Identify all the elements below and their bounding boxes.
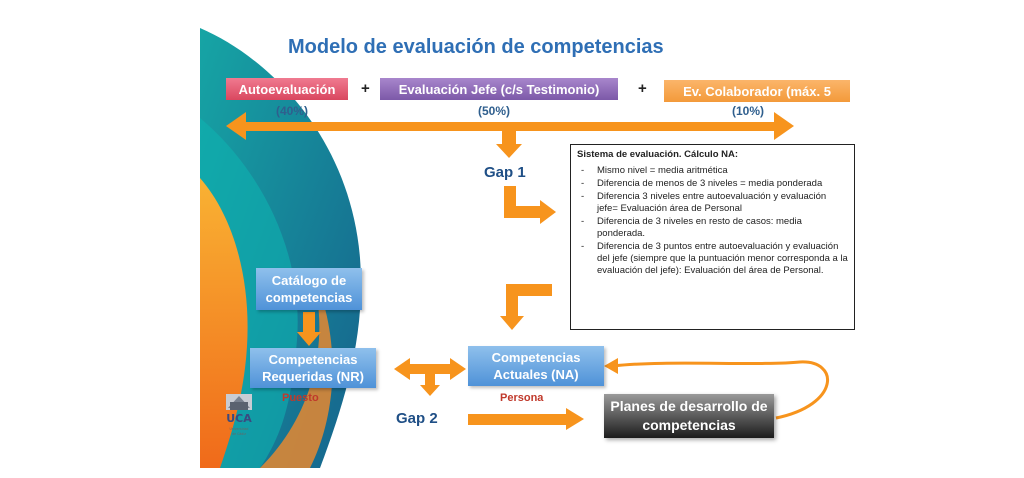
uca-logo: UCA Universidad de Cádiz (222, 392, 256, 440)
evaluacion-jefe-box: Evaluación Jefe (c/s Testimonio) (380, 78, 618, 100)
catalog-down-arrowhead (297, 332, 321, 346)
svg-text:de Cádiz: de Cádiz (232, 432, 246, 436)
system-box-item: Diferencia de 3 niveles en resto de caso… (577, 216, 848, 240)
system-box-item: Diferencia de 3 puntos entre autoevaluac… (577, 241, 848, 277)
long-double-arrow-shaft (240, 122, 778, 131)
gap1-label: Gap 1 (484, 164, 526, 181)
page-title: Modelo de evaluación de competencias (288, 36, 664, 58)
return-curve-arrow (613, 360, 829, 420)
return-curve-arrowhead (604, 358, 618, 374)
planes-desarrollo-box: Planes de desarrollo de competencias (604, 394, 774, 438)
left-arrowhead (226, 112, 246, 140)
gap2-right-arrow-shaft (468, 414, 568, 425)
catalog-down-arrow-shaft (303, 312, 315, 334)
system-box-item: Diferencia 3 niveles entre autoevaluació… (577, 191, 848, 215)
bent-arrowhead (500, 316, 524, 330)
system-box-item: Mismo nivel = media aritmética (577, 165, 848, 177)
gap1-down-arrowhead (496, 144, 522, 158)
gap2-down-arrowhead (420, 385, 440, 396)
puesto-label: Puesto (282, 392, 319, 404)
gap2-right-arrowhead (450, 358, 466, 380)
system-evaluation-box: Sistema de evaluación. Cálculo NA: Mismo… (570, 144, 855, 330)
gap2-double-arrow-shaft (406, 364, 454, 374)
autoevaluacion-pct: (40%) (276, 104, 309, 118)
ev-colaborador-box: Ev. Colaborador (máx. 5 (664, 80, 850, 102)
gap2-label: Gap 2 (396, 410, 438, 427)
gap2-left-arrowhead (394, 358, 410, 380)
competencias-actuales-box: Competencias Actuales (NA) (468, 346, 604, 386)
gap1-l-arrow-horizontal (504, 206, 542, 218)
uca-logo-mark: UCA Universidad de Cádiz (226, 394, 252, 436)
plus-sign-1: + (361, 80, 370, 97)
ev-colaborador-pct: (10%) (732, 104, 765, 118)
right-arrowhead (774, 112, 794, 140)
catalogo-box: Catálogo de competencias (256, 268, 362, 310)
gap1-down-arrow-shaft (502, 131, 516, 145)
svg-text:UCA: UCA (226, 412, 252, 425)
system-box-item: Diferencia de menos de 3 niveles = media… (577, 178, 848, 190)
autoevaluacion-box: Autoevaluación (226, 78, 348, 100)
system-box-header: Sistema de evaluación. Cálculo NA: (577, 149, 739, 160)
competencias-requeridas-box: Competencias Requeridas (NR) (250, 348, 376, 388)
gap1-l-arrowhead (540, 200, 556, 224)
gap2-down-arrow-shaft (425, 374, 435, 386)
bent-arrow-vertical (506, 284, 518, 318)
persona-label: Persona (500, 392, 544, 404)
plus-sign-2: + (638, 80, 647, 97)
evaluacion-jefe-pct: (50%) (478, 104, 511, 118)
system-box-list: Mismo nivel = media aritmética Diferenci… (577, 165, 848, 277)
gap2-right-arrowhead-2 (566, 408, 584, 430)
svg-text:Universidad: Universidad (230, 427, 249, 431)
